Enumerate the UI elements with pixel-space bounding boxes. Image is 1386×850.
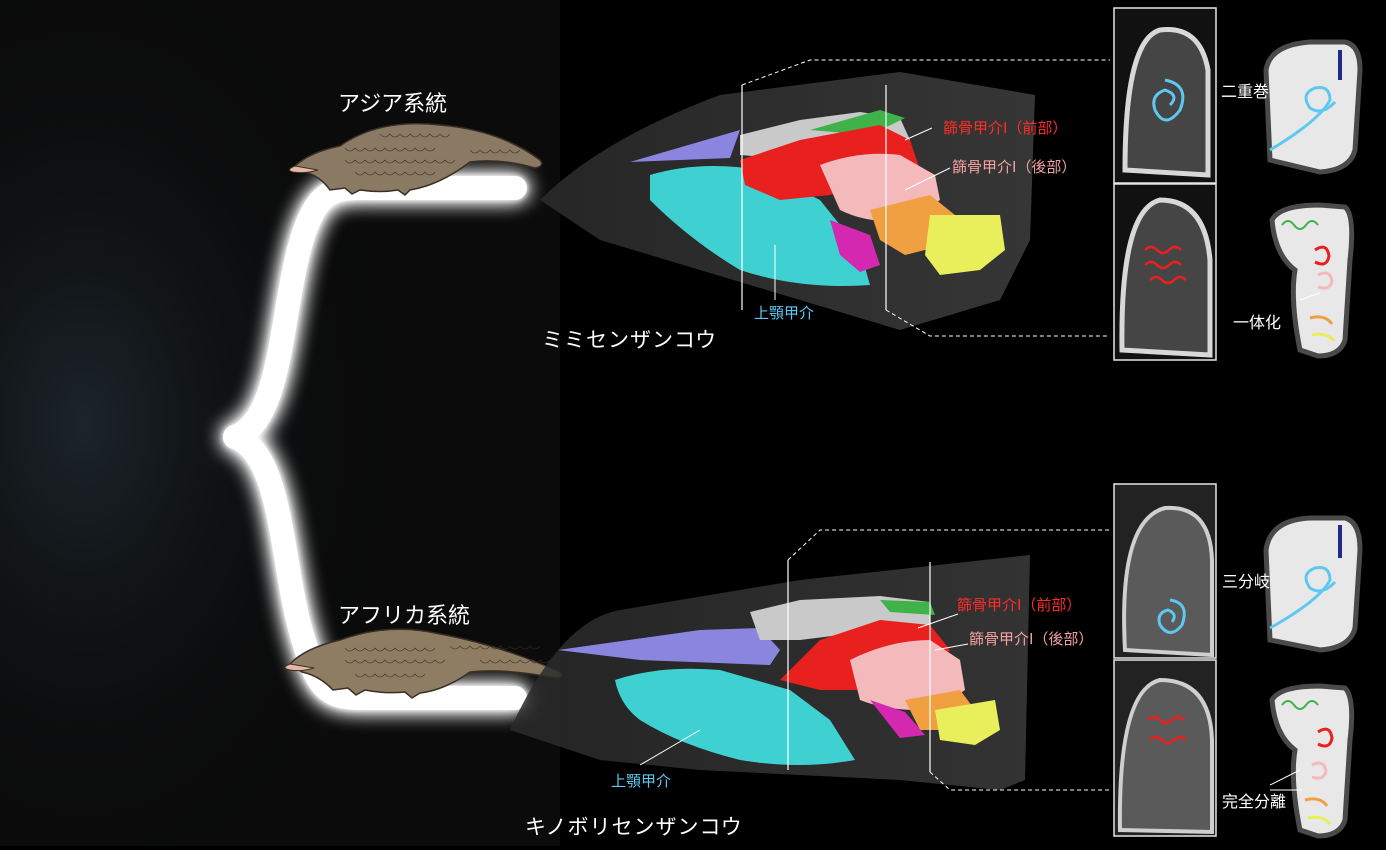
skull-3d-model-africa xyxy=(510,529,1110,791)
lineage-label-asia: アジア系統 xyxy=(338,92,448,117)
nasal-bone xyxy=(558,628,780,665)
label-ethmoturbinal-back-asia: 篩骨甲介Ⅰ（後部） xyxy=(952,158,1077,176)
descriptor-asia-bottom: 一体化 xyxy=(1233,313,1282,332)
maxilloturbinal xyxy=(615,668,855,765)
descriptor-africa-bottom: 完全分離 xyxy=(1222,792,1287,811)
ethmoturbinal-back xyxy=(850,640,965,711)
label-maxilloturbinal-asia: 上顎甲介 xyxy=(754,304,815,322)
maxilloturbinal xyxy=(650,166,870,286)
phylo-tree xyxy=(26,176,527,710)
tree-branch-asia xyxy=(223,176,527,449)
species-label-africa: キノボリセンザンコウ xyxy=(525,815,743,839)
descriptor-africa-top: 三分岐 xyxy=(1222,572,1271,591)
turbinal-schematic-asia-bottom xyxy=(1269,202,1355,359)
turbinal-schematic-asia-top xyxy=(1263,39,1363,175)
ct-slices-africa xyxy=(1113,483,1217,837)
skull-3d-model-asia xyxy=(540,59,1110,337)
nasal-bone xyxy=(630,130,740,162)
turbinal-schematic-africa-top xyxy=(1263,515,1363,653)
ct-slices-asia xyxy=(1113,7,1217,361)
tree-branch-africa xyxy=(223,425,527,710)
pangolin-asia-icon xyxy=(289,122,543,196)
descriptor-asia-top: 二重巻 xyxy=(1221,82,1270,101)
label-maxilloturbinal-africa: 上顎甲介 xyxy=(611,772,672,790)
turbinal-schematic-africa-bottom xyxy=(1269,683,1355,839)
species-label-asia: ミミセンザンコウ xyxy=(542,328,718,352)
label-ethmoturbinal-front-asia: 篩骨甲介Ⅰ（前部） xyxy=(943,119,1068,137)
lineage-label-africa: アフリカ系統 xyxy=(338,604,471,629)
label-ethmoturbinal-front-africa: 篩骨甲介Ⅰ（前部） xyxy=(957,596,1082,614)
label-ethmoturbinal-back-africa: 篩骨甲介Ⅰ（後部） xyxy=(969,630,1094,648)
